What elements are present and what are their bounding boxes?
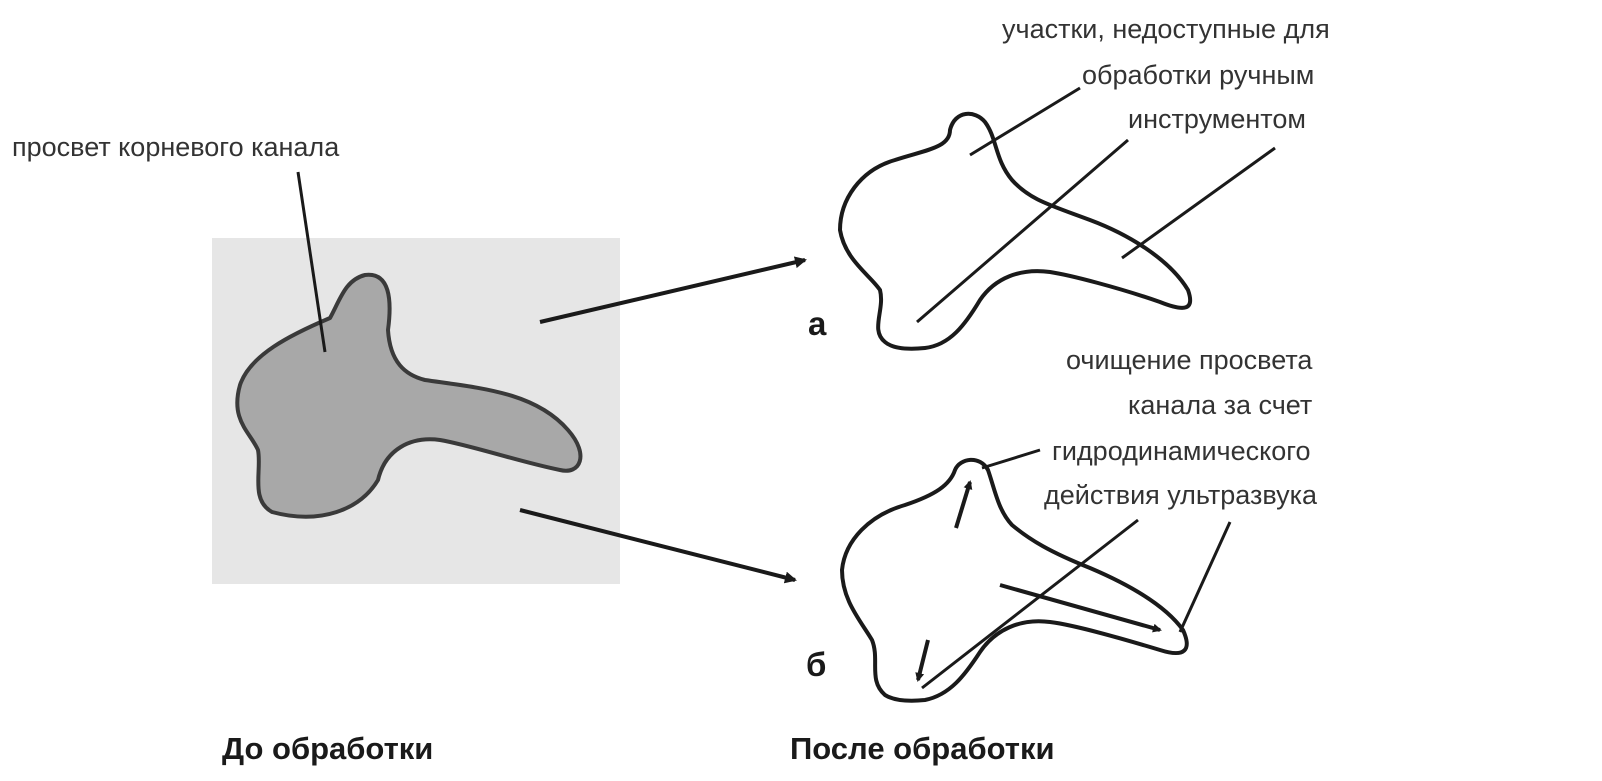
label-cleaning-line2: канала за счет	[1128, 392, 1312, 419]
label-inaccessible-line1: участки, недоступные для	[1002, 16, 1330, 43]
letter-b: б	[806, 648, 826, 681]
pointer-line-b-1	[982, 450, 1040, 468]
label-inaccessible-line3: инструментом	[1128, 106, 1306, 133]
letter-a: а	[808, 307, 826, 340]
label-cleaning-line4: действия ультразвука	[1044, 482, 1317, 509]
label-inaccessible-line2: обработки ручным	[1082, 62, 1314, 89]
label-canal-lumen: просвет корневого канала	[12, 134, 339, 161]
caption-before: До обработки	[222, 733, 433, 764]
canal-outline-a	[840, 114, 1190, 349]
caption-after: После обработки	[790, 733, 1055, 764]
pointer-line-b-3	[1180, 522, 1230, 632]
pointer-line-a-3	[1122, 148, 1275, 258]
label-cleaning-line3: гидродинамического	[1052, 438, 1311, 465]
label-cleaning-line1: очищение просвета	[1066, 347, 1312, 374]
